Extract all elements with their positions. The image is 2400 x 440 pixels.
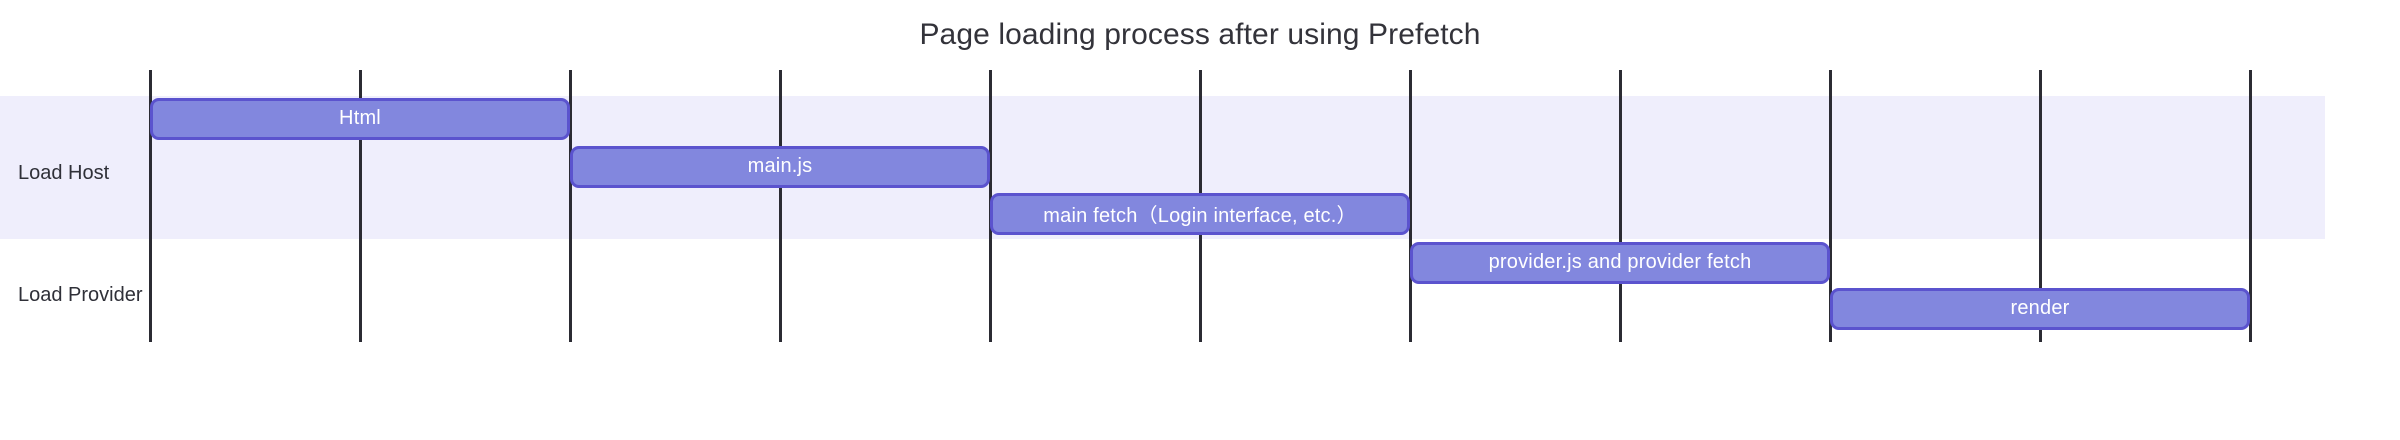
lane-label: Load Host — [18, 162, 110, 184]
task-bar-label: main.js — [747, 154, 813, 177]
gridline — [2249, 70, 2252, 342]
gridline — [2039, 70, 2042, 342]
task-bar[interactable]: provider.js and provider fetch — [1410, 242, 1830, 284]
task-bar[interactable]: main fetch（Login interface, etc.） — [990, 193, 1410, 235]
chart-title: Page loading process after using Prefetc… — [919, 18, 1481, 51]
task-bar-label: main fetch（Login interface, etc.） — [1043, 204, 1357, 227]
task-bar-label: render — [2010, 296, 2070, 319]
gridline — [779, 70, 782, 342]
gridline — [149, 70, 152, 342]
gridline — [1409, 70, 1412, 342]
task-bar[interactable]: main.js — [570, 146, 990, 188]
gridline — [1829, 70, 1832, 342]
task-bar[interactable]: render — [1830, 288, 2250, 330]
gridline — [359, 70, 362, 342]
task-bar-label: provider.js and provider fetch — [1488, 250, 1752, 273]
gridline — [1619, 70, 1622, 342]
task-bar-label: Html — [339, 106, 381, 129]
gridline — [569, 70, 572, 342]
task-bar[interactable]: Html — [150, 98, 570, 140]
lane-label: Load Provider — [18, 284, 143, 306]
